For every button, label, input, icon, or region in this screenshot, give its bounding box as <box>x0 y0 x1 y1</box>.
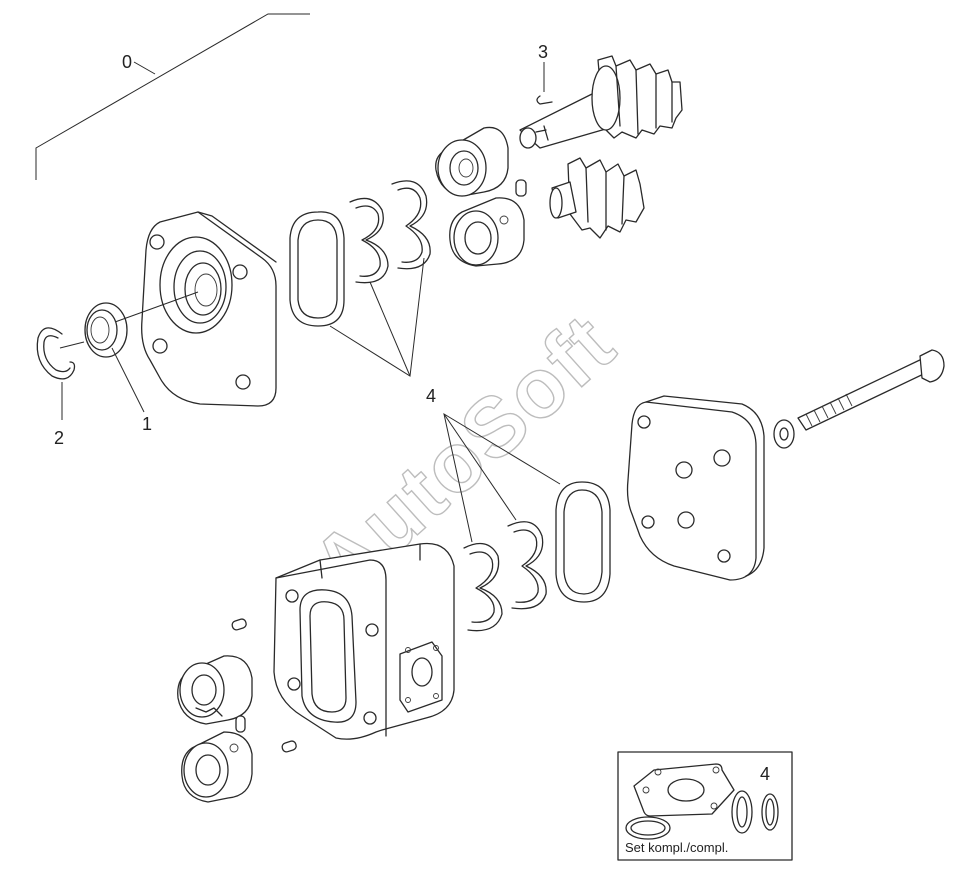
backup-ring-lower-b <box>507 521 547 610</box>
bearing-block-upper-2 <box>449 197 525 267</box>
front-flange-cover <box>141 211 277 407</box>
bearing-block-lower-2 <box>181 731 253 803</box>
bearing-block-upper-1 <box>435 126 509 197</box>
shaft-seal <box>84 302 128 358</box>
drive-shaft-gear <box>519 55 683 149</box>
oval-seal-lower <box>555 481 611 603</box>
circlip <box>36 327 85 380</box>
callout-0: 0 <box>122 52 132 72</box>
callout-2: 2 <box>54 428 64 448</box>
backup-ring-lower-a <box>463 542 503 632</box>
pump-housing <box>273 542 455 740</box>
inset-caption: Set kompl./compl. <box>625 840 728 855</box>
shaft-key <box>536 95 553 105</box>
rear-end-cover <box>626 395 765 581</box>
bearing-block-lower-1 <box>177 655 253 725</box>
backup-ring-upper-b <box>391 180 431 270</box>
inset-callout-4: 4 <box>760 764 770 784</box>
backup-ring-upper-a <box>349 197 389 284</box>
callout-4: 4 <box>426 386 436 406</box>
callout-3: 3 <box>538 42 548 62</box>
driven-gear <box>549 157 645 239</box>
oval-seal-upper <box>289 211 345 327</box>
callout-1: 1 <box>142 414 152 434</box>
dowel-pin-upper <box>515 179 527 197</box>
dowel-pins-lower <box>231 618 297 753</box>
bolt <box>797 349 945 431</box>
washer <box>773 419 795 449</box>
seal-kit-inset <box>617 751 793 861</box>
assembly-bracket <box>35 13 310 180</box>
